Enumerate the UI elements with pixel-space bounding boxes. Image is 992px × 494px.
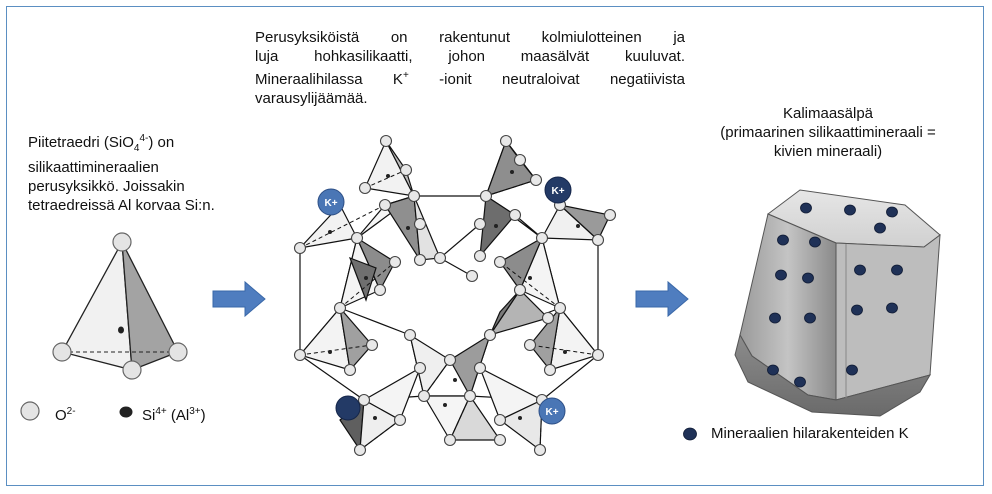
k-ion: K+ (544, 176, 572, 204)
tetrahedron-description: Piitetraedri (SiO44-) on silikaattiminer… (28, 129, 258, 215)
description-line: silikaattimineraalien (28, 159, 159, 176)
feldspar-framework (298, 139, 611, 452)
framework-silicon-atoms (328, 170, 580, 420)
description-line: (primaarinen silikaattimineraali = (720, 124, 936, 141)
description-line: kivien mineraali) (773, 143, 883, 160)
oxygen-legend-icon (20, 401, 40, 421)
description-text: Piitetraedri (SiO (28, 134, 134, 151)
oxygen-atom (52, 342, 72, 362)
arrow-right-icon (212, 280, 266, 318)
description-line: tetraedreissä Al korvaa Si:n. (28, 197, 215, 214)
crystal-k-atoms (767, 202, 903, 388)
legend-label: (Al (166, 407, 190, 424)
description-line: varausylijäämää. (255, 90, 368, 107)
description-text: ) on (148, 134, 175, 151)
legend-sup: 4+ (155, 406, 167, 417)
legend-oxygen: O2- (55, 402, 76, 425)
oxygen-atom (168, 342, 188, 362)
description-sup: 4- (139, 133, 149, 144)
legend-label: Si (142, 407, 156, 424)
svg-text:K+: K+ (545, 407, 558, 418)
svg-text:K+: K+ (324, 198, 337, 209)
silicon-legend-icon (119, 406, 133, 418)
svg-text:K+: K+ (551, 186, 564, 197)
silicon-atom (118, 326, 124, 334)
description-line: Mineraalihilassa K+ -ionit neutraloivat … (255, 66, 685, 89)
description-sup: + (402, 70, 409, 81)
feldspar-description: Kalimaasälpä (primaarinen silikaattimine… (698, 104, 958, 161)
oxygen-atom (122, 360, 142, 380)
arrow-right-icon (635, 280, 689, 318)
legend-potassium: Mineraalien hilarakenteiden K (711, 425, 909, 442)
description-text: -ionit neutraloivat negatiivista (408, 71, 685, 88)
legend-sup: 2- (66, 406, 76, 417)
feldspar-title: Kalimaasälpä (782, 105, 874, 122)
legend-sup: 3+ (189, 406, 201, 417)
framework-description: Perusyksiköistä on rakentunut kolmiulott… (255, 28, 685, 108)
legend-silicon: Si4+ (Al3+) (142, 402, 206, 425)
k-legend-icon (683, 427, 697, 441)
k-ion: K+ (317, 188, 345, 216)
description-line: Perusyksiköistä on rakentunut kolmiulott… (255, 29, 685, 46)
k-ion (335, 395, 361, 421)
feldspar-crystal (734, 189, 941, 417)
description-sub: 4 (133, 143, 140, 154)
description-line: Piitetraedri (SiO44-) on (28, 129, 258, 158)
oxygen-atom (112, 232, 132, 252)
si-tetrahedron (52, 232, 188, 380)
k-ion: K+ (538, 397, 566, 425)
legend-label: O (55, 407, 67, 424)
description-line: perusyksikkö. Joissakin (28, 178, 185, 195)
legend-label: ) (200, 407, 206, 424)
description-line: luja hohkasilikaatti, johon maasälvät ku… (255, 48, 685, 65)
framework-oxygen-atoms (293, 134, 617, 457)
description-text: Mineraalihilassa K (255, 71, 403, 88)
